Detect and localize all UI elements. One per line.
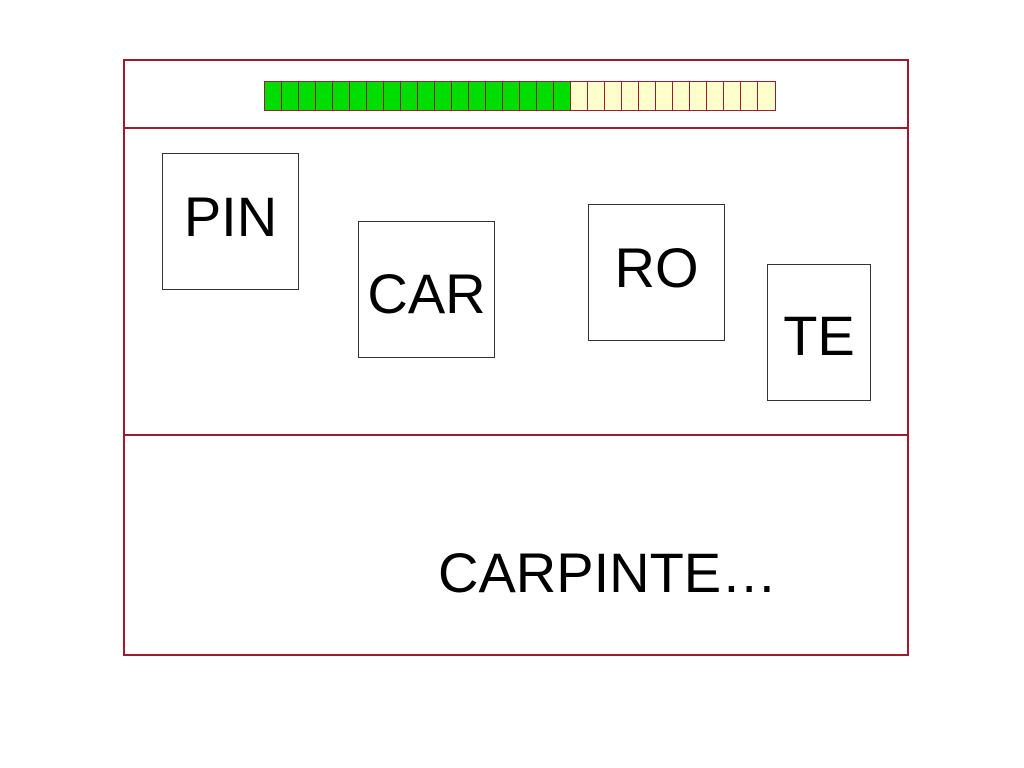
- progress-cell-empty: [690, 82, 707, 110]
- syllable-tile-label: CAR: [367, 261, 486, 325]
- progress-bar: [264, 81, 776, 111]
- progress-cell-filled: [350, 82, 367, 110]
- progress-cell-filled: [503, 82, 520, 110]
- syllable-tile-car[interactable]: CAR: [358, 221, 495, 358]
- progress-cell-empty: [656, 82, 673, 110]
- answer-divider: [123, 434, 909, 436]
- syllable-tile-pin[interactable]: PIN: [162, 153, 299, 290]
- progress-cell-filled: [452, 82, 469, 110]
- progress-cell-filled: [469, 82, 486, 110]
- syllable-tile-label: RO: [614, 235, 699, 299]
- syllable-tile-label: PIN: [183, 184, 278, 248]
- header-divider: [123, 127, 909, 129]
- progress-cell-empty: [707, 82, 724, 110]
- progress-cell-filled: [520, 82, 537, 110]
- progress-cell-filled: [333, 82, 350, 110]
- progress-cell-filled: [435, 82, 452, 110]
- syllable-tile-ro[interactable]: RO: [588, 204, 725, 341]
- progress-cell-empty: [673, 82, 690, 110]
- progress-cell-filled: [282, 82, 299, 110]
- progress-cell-empty: [571, 82, 588, 110]
- progress-cell-filled: [537, 82, 554, 110]
- progress-cell-filled: [299, 82, 316, 110]
- progress-cell-empty: [758, 82, 775, 110]
- progress-cell-empty: [605, 82, 622, 110]
- progress-cell-filled: [418, 82, 435, 110]
- progress-cell-filled: [367, 82, 384, 110]
- progress-cell-empty: [741, 82, 758, 110]
- progress-cell-empty: [724, 82, 741, 110]
- progress-cell-filled: [384, 82, 401, 110]
- syllable-tile-label: TE: [783, 303, 855, 367]
- progress-cell-filled: [486, 82, 503, 110]
- game-frame: [123, 59, 909, 656]
- progress-cell-empty: [588, 82, 605, 110]
- progress-cell-filled: [265, 82, 282, 110]
- progress-cell-filled: [316, 82, 333, 110]
- progress-cell-filled: [401, 82, 418, 110]
- answer-word: CARPINTE…: [438, 541, 778, 604]
- progress-cell-empty: [639, 82, 656, 110]
- progress-cell-empty: [622, 82, 639, 110]
- progress-cell-filled: [554, 82, 571, 110]
- syllable-tile-te[interactable]: TE: [767, 264, 871, 401]
